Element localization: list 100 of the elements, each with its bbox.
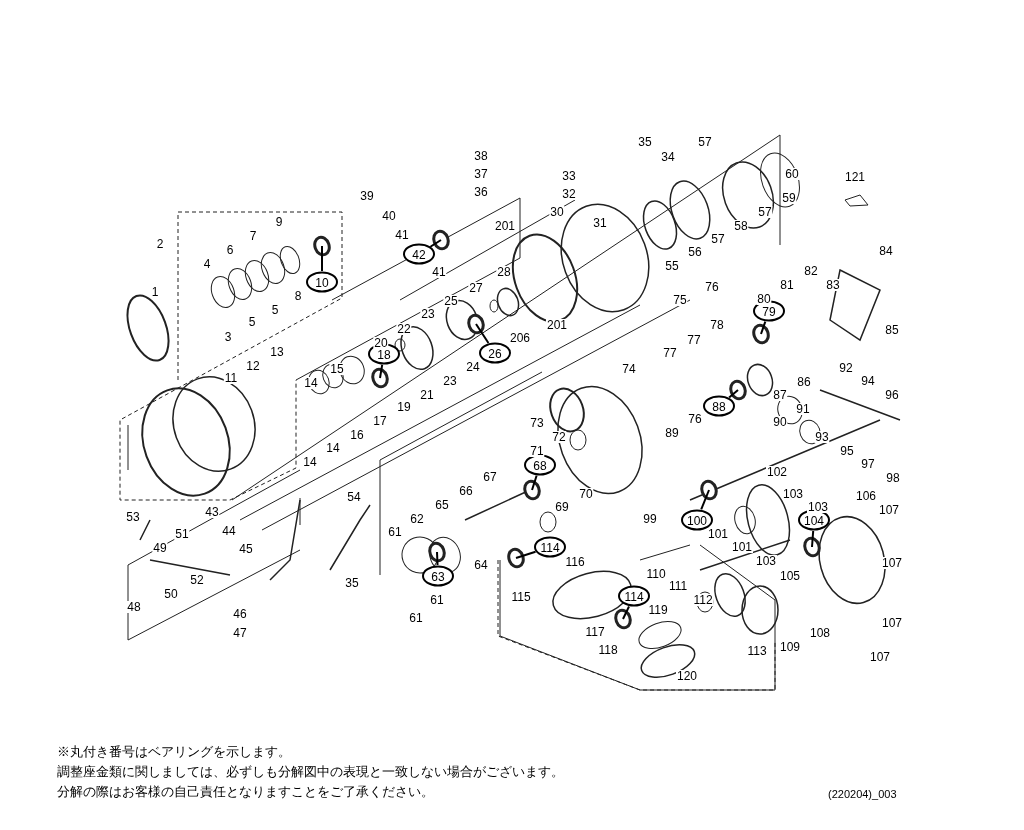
- callout-number: 105: [779, 570, 801, 582]
- callout-number: 95: [839, 445, 855, 457]
- callout-number: 73: [529, 417, 545, 429]
- callout-number: 93: [814, 431, 830, 443]
- callout-number: 61: [387, 526, 403, 538]
- callout-number: 107: [881, 617, 903, 629]
- callout-number: 35: [344, 577, 360, 589]
- callout-number: 106: [855, 490, 877, 502]
- callout-number: 113: [746, 645, 768, 657]
- leader-line: [379, 363, 384, 379]
- callout-number: 21: [419, 389, 435, 401]
- callout-number: 91: [795, 403, 811, 415]
- callout-number: 9: [274, 216, 284, 228]
- callout-number: 206: [509, 332, 531, 344]
- callout-number: 25: [443, 295, 459, 307]
- callout-number: 55: [664, 260, 680, 272]
- callout-number: 28: [496, 266, 512, 278]
- callout-number: 45: [238, 543, 254, 555]
- bearing-callout: 88: [703, 395, 735, 417]
- callout-number: 11: [223, 372, 239, 384]
- leader-line: [760, 320, 767, 335]
- bearing-callout: 114: [534, 536, 566, 558]
- callout-number: 36: [473, 186, 489, 198]
- leader-line: [531, 474, 538, 491]
- callout-number: 89: [664, 427, 680, 439]
- callout-number: 94: [860, 375, 876, 387]
- callout-number: 109: [779, 641, 801, 653]
- callout-number: 3: [223, 331, 233, 343]
- callout-number: 67: [482, 471, 498, 483]
- callout-number: 69: [554, 501, 570, 513]
- callout-number: 111: [667, 580, 689, 592]
- callout-number: 65: [434, 499, 450, 511]
- callout-number: 107: [869, 651, 891, 663]
- callout-number: 70: [578, 488, 594, 500]
- bearing-callout: 63: [422, 565, 454, 587]
- callout-number: 115: [510, 591, 532, 603]
- callout-number: 107: [881, 557, 903, 569]
- note-text: 分解の際はお客様の自己責任となりますことをご了承ください。: [57, 784, 435, 799]
- callout-number: 19: [396, 401, 412, 413]
- callout-number: 31: [592, 217, 608, 229]
- callout-number: 80: [756, 293, 772, 305]
- callout-number: 38: [473, 150, 489, 162]
- callout-number: 1: [150, 286, 160, 298]
- callout-number: 201: [546, 319, 568, 331]
- callout-number: 12: [245, 360, 261, 372]
- callout-number: 101: [731, 541, 753, 553]
- callout-number: 76: [704, 281, 720, 293]
- callout-number: 90: [772, 416, 788, 428]
- callout-number: 15: [329, 363, 345, 375]
- callout-number: 50: [163, 588, 179, 600]
- note-text: ※丸付き番号はベアリングを示します。: [57, 744, 292, 759]
- callout-number: 99: [642, 513, 658, 525]
- callout-number: 97: [860, 458, 876, 470]
- callout-number: 43: [204, 506, 220, 518]
- bearing-callout: 26: [479, 342, 511, 364]
- callout-number: 23: [442, 375, 458, 387]
- callout-number: 108: [809, 627, 831, 639]
- callout-number: 41: [394, 229, 410, 241]
- callout-number: 51: [174, 528, 190, 540]
- callout-number: 118: [597, 644, 619, 656]
- callout-number: 64: [473, 559, 489, 571]
- note-text: 調整座金類に関しましては、必ずしも分解図中の表現と一致しない場合がございます。: [57, 764, 564, 779]
- callout-number: 103: [782, 488, 804, 500]
- callout-number: 74: [621, 363, 637, 375]
- leader-line: [475, 323, 490, 344]
- callout-number: 83: [825, 279, 841, 291]
- callout-number: 23: [420, 308, 436, 320]
- callout-number: 47: [232, 627, 248, 639]
- callout-number: 75: [672, 294, 688, 306]
- callout-number: 85: [884, 324, 900, 336]
- callout-number: 71: [529, 445, 545, 457]
- callout-number: 92: [838, 362, 854, 374]
- callout-number: 34: [660, 151, 676, 163]
- callout-number: 103: [755, 555, 777, 567]
- callout-number: 116: [564, 556, 586, 568]
- callout-number: 60: [784, 168, 800, 180]
- callout-number: 14: [325, 442, 341, 454]
- callout-number: 201: [494, 220, 516, 232]
- leader-line: [436, 551, 439, 566]
- leader-line: [321, 245, 323, 272]
- callout-number: 37: [473, 168, 489, 180]
- callout-number: 54: [346, 491, 362, 503]
- callout-number: 24: [465, 361, 481, 373]
- callout-number: 56: [687, 246, 703, 258]
- callout-number: 58: [733, 220, 749, 232]
- callout-number: 96: [884, 389, 900, 401]
- callout-number: 103: [807, 501, 829, 513]
- callout-number: 14: [303, 377, 319, 389]
- leader-line: [515, 550, 537, 559]
- callout-number: 101: [707, 528, 729, 540]
- callout-number: 48: [126, 601, 142, 613]
- callout-number: 27: [468, 282, 484, 294]
- callout-number: 57: [757, 206, 773, 218]
- callout-number: 84: [878, 245, 894, 257]
- callout-number: 46: [232, 608, 248, 620]
- callout-number: 121: [844, 171, 866, 183]
- callout-number: 22: [396, 323, 412, 335]
- callout-number: 72: [551, 431, 567, 443]
- callout-number: 30: [549, 206, 565, 218]
- callout-number: 112: [692, 594, 714, 606]
